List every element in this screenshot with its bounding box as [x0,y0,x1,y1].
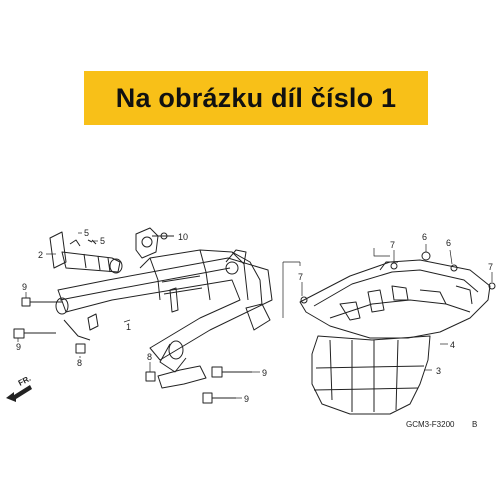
callout-7c: 7 [298,272,303,282]
fender-part-3 [311,335,431,415]
leaders-right [301,244,493,371]
front-direction-arrow [6,385,32,402]
callout-9c: 9 [262,368,267,378]
callout-7b: 7 [488,262,493,272]
drawing-code-text: GCM3-F3200 [406,420,455,429]
frame-part-1 [55,249,273,389]
callout-1: 1 [126,322,131,332]
callout-3: 3 [436,366,441,376]
drawing-code-suffix: B [472,420,477,429]
callout-2: 2 [38,250,43,260]
callout-8a: 8 [77,358,82,368]
callout-labels: 1 2 3 4 5 5 6 6 7 7 7 8 8 9 9 9 9 10 [16,228,493,404]
callout-7a: 7 [390,240,395,250]
callout-5b: 5 [100,236,105,246]
leaders-left [17,232,260,399]
callout-6b: 6 [446,238,451,248]
callout-8b: 8 [147,352,152,362]
part-2-assembly [49,231,123,274]
banner-text: Na obrázku díl číslo 1 [115,82,397,113]
drawing-code: GCM3-F3200 B [406,420,477,429]
callout-9b: 9 [16,342,21,352]
callout-10: 10 [178,232,188,242]
callout-9a: 9 [22,282,27,292]
callout-9d: 9 [244,394,249,404]
callout-4: 4 [450,340,455,350]
callout-5a: 5 [84,228,89,238]
part-number-banner: Na obrázku díl číslo 1 [84,71,428,125]
part-frame-bracket [282,248,390,318]
callout-6a: 6 [422,232,427,242]
part-10-bracket [135,227,174,259]
fender-part-4 [299,251,496,339]
bolts-left [13,239,252,404]
